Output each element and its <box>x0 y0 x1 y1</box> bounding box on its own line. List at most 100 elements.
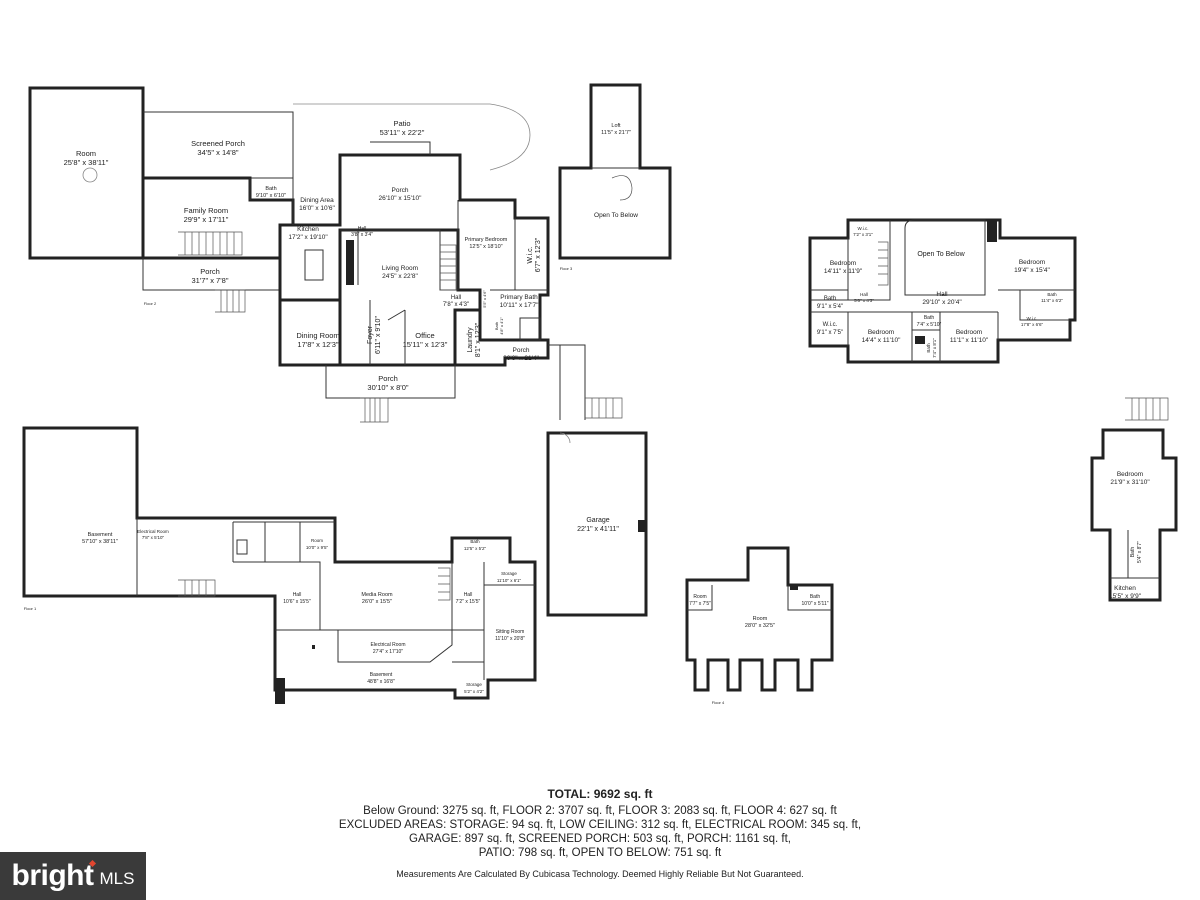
area-breakdown-line: PATIO: 798 sq. ft, OPEN TO BELOW: 751 sq… <box>478 847 722 859</box>
room-dims: 5'4" x 8'7" <box>1137 541 1143 563</box>
room-label: Bath <box>494 322 499 330</box>
room-label: Media Room <box>361 592 393 598</box>
room-label: Bath <box>924 315 935 321</box>
area-breakdown-line: GARAGE: 897 sq. ft, SCREENED PORCH: 503 … <box>409 833 791 845</box>
room-label: Dining Area <box>300 197 334 204</box>
room-dims: 12'5" x 18'10" <box>469 244 502 250</box>
room-dims: 14'4" x 11'10" <box>862 337 901 344</box>
room-label: Open To Below <box>917 251 965 258</box>
floor-3-plan: Floor 3 Loft 11'5" x 21'7" Open To Below <box>558 83 672 271</box>
garage-plan: Garage 22'1" x 41'11" <box>546 431 648 617</box>
room-dims: 28'0" x 32'5" <box>745 623 775 629</box>
room-dims: 30'10" x 8'0" <box>367 383 408 392</box>
room-dims: 11'10" x 20'8" <box>495 636 525 642</box>
room-label: Primary Bedroom <box>465 237 508 243</box>
room-label: Electrical Room <box>370 642 405 648</box>
bright-mls-logo: bright MLS <box>0 852 146 900</box>
room-dims: 7'2" x 15'5" <box>456 599 481 605</box>
room-dims: 7'8" x 4'3" <box>443 302 469 308</box>
floor-1-tag: Floor 1 <box>24 606 37 611</box>
room-dims: 11'5" x 21'7" <box>601 130 631 136</box>
floor-2-plan: Floor 2 Room 25'8" x 38'11" Screened Por… <box>28 86 623 423</box>
room-dims: 16'0" x 10'6" <box>299 205 335 212</box>
room-label: Family Room <box>184 206 228 215</box>
room-dims: 5'2" x 4'2" <box>464 689 484 694</box>
room-label: Screened Porch <box>191 139 245 148</box>
room-label: W.i.c. <box>823 322 838 328</box>
room-label: W.i.c. <box>858 226 869 231</box>
room-dims: 11'1" x 11'10" <box>950 337 989 344</box>
room-dims: 7'4" x 8'1" <box>932 338 937 358</box>
room-dims: 7'2" x 3'1" <box>853 232 873 237</box>
room-dims: 11'4" x 6'2" <box>1041 298 1063 303</box>
room-label: Storage <box>501 571 517 576</box>
room-dims: 9'10" x 6'10" <box>256 193 286 199</box>
room-label: Room <box>753 616 768 622</box>
floor-1-plan: Floor 1 Basement 57'10" x 38'11" Electri… <box>22 426 537 704</box>
room-dims: 17'8" x 12'3" <box>297 340 338 349</box>
room-dims: 20'6" x 21'4" <box>503 355 539 362</box>
room-dims: 24'5" x 22'8" <box>382 273 418 280</box>
room-label: Hall <box>293 592 302 598</box>
room-dims: 22'1" x 41'11" <box>577 526 619 533</box>
room-dims: 5'6" x 4'3" <box>854 298 874 303</box>
room-label: Bedroom <box>830 260 856 267</box>
area-breakdown-line: EXCLUDED AREAS: STORAGE: 94 sq. ft, LOW … <box>338 819 862 831</box>
room-label: Living Room <box>382 265 418 272</box>
room-dims: 19'4" x 15'4" <box>1014 267 1050 274</box>
room-label: Hall <box>464 592 473 598</box>
room-label: Bath <box>265 186 276 192</box>
room-dims: 26'10" x 15'10" <box>379 195 423 202</box>
room-label: Bedroom <box>956 329 982 336</box>
room-dims: 25'8" x 38'11" <box>64 158 109 167</box>
room-dims: 9'1" x 7'5" <box>817 330 843 336</box>
room-dims: 3'8" x 3'4" <box>351 232 373 238</box>
room-label: Foyer <box>367 325 374 344</box>
room-label: Kitchen <box>1114 585 1136 592</box>
room-label: Sitting Room <box>496 629 525 635</box>
room-label: Primary Bath <box>500 294 538 301</box>
room-dims: 7'7" x 7'5" <box>689 601 711 607</box>
room-dims: 10'0" x 9'5" <box>306 545 329 550</box>
room-dims: 48'8" x 16'8" <box>367 679 395 685</box>
room-dims: 6'7" x 12'3" <box>535 237 542 272</box>
room-label: Kitchen <box>297 226 319 233</box>
room-dims: 15'11" x 12'3" <box>403 340 448 349</box>
room-dims: 29'9" x 17'11" <box>184 215 229 224</box>
logo-wordmark: bright <box>11 859 94 892</box>
room-dims: 12'5" x 5'2" <box>464 546 487 551</box>
room-dims: 14'11" x 11'9" <box>824 268 863 275</box>
total-area: TOTAL: 9692 sq. ft <box>547 787 653 801</box>
room-label: Porch <box>200 267 220 276</box>
room-label: Electrical Room <box>137 529 169 534</box>
room-label: Porch <box>513 347 530 354</box>
room-label: Room <box>311 538 323 543</box>
room-dims: 10'6" x 15'5" <box>283 599 311 605</box>
room-dims: 15'5" x 9'9" <box>1109 593 1142 600</box>
room-label: Bath <box>926 343 931 353</box>
room-label: Basement <box>88 532 113 538</box>
room-dims: 17'2" x 19'10" <box>288 234 328 241</box>
room-dims: 27'4" x 17'10" <box>373 649 403 655</box>
room-dims: 6'11" x 9'10" <box>375 316 382 354</box>
room-dims: 7'4" x 5'10" <box>917 322 942 328</box>
room-label: Hall <box>451 295 461 301</box>
room-label: Bath <box>810 594 821 600</box>
room-dims: 21'9" x 31'10" <box>1110 479 1150 486</box>
room-label: Porch <box>392 187 409 194</box>
room-label: Office <box>415 331 434 340</box>
room-label: Patio <box>393 119 410 128</box>
room-label: Garage <box>586 517 609 524</box>
room-dims: 26'0" x 15'5" <box>362 599 392 605</box>
room-label: Storage <box>466 682 482 687</box>
floor-2-tag: Floor 2 <box>144 301 157 306</box>
room-dims: 17'8" x 6'6" <box>1021 322 1044 327</box>
room-label: Bath <box>1130 547 1136 558</box>
floor-4-plan: Floor 4 Room 7'7" x 7'5" Bath 10'0" x 5'… <box>685 546 834 705</box>
room-label: Open To Below <box>594 212 638 219</box>
room-dims: 7'8" x 5'10" <box>142 535 165 540</box>
room-label: Bath <box>477 295 482 303</box>
room-dims: 10'0" x 5'11" <box>801 601 828 607</box>
room-label: Bedroom <box>868 329 894 336</box>
